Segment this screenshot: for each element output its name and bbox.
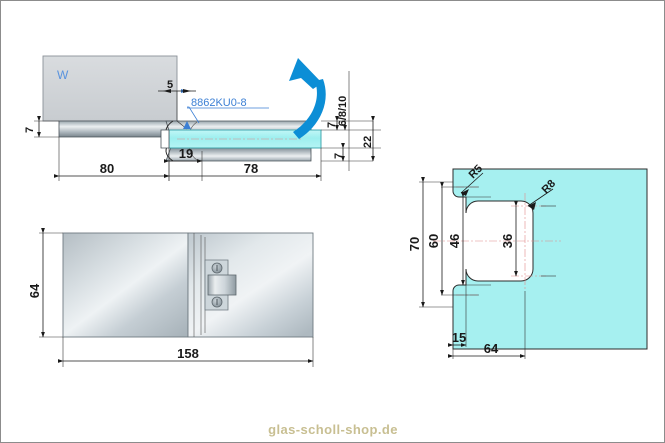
r8-leader: [527, 188, 554, 207]
front-elevation-view: 64 158: [27, 227, 314, 367]
glass-cutout-outline: [452, 168, 648, 350]
dim-158-label: 158: [177, 346, 199, 361]
dim-15-label: 15: [452, 330, 466, 345]
dim-glass-thickness-label: 6/8/10: [337, 96, 349, 127]
dim-78-label: 78: [244, 161, 258, 176]
dim-64-label: 64: [484, 341, 499, 356]
dim-19-label: 19: [179, 146, 193, 161]
r8-arrow: [528, 202, 536, 210]
hinge-knuckle: [207, 274, 237, 296]
glass-cutout-view: R5 R8 36 46 60 70: [407, 163, 648, 359]
side-section-view: 5 7 80 19 78 6/8/10: [24, 55, 381, 181]
r5-arrow: [461, 189, 469, 196]
rotation-arrow-head: [289, 58, 322, 89]
dim5-arrow-left: [163, 89, 171, 93]
dim-7-left-label: 7: [24, 127, 36, 133]
part-label-leader: [187, 106, 200, 124]
dim-7-upper-label: 7: [326, 122, 338, 128]
dim5-pointer: [183, 121, 191, 129]
dim-46-label: 46: [447, 234, 462, 248]
dim5-arrow-right: [183, 89, 191, 93]
glass-notch: [160, 129, 170, 149]
dim-80-label: 80: [100, 161, 114, 176]
dim-60-label: 60: [426, 234, 441, 248]
rotation-arrow-body: [293, 79, 326, 139]
dim-64-height-label: 64: [27, 283, 42, 298]
front-plate-left: [62, 232, 189, 338]
dim-36-label: 36: [500, 234, 515, 248]
dim-5-label: 5: [167, 79, 173, 91]
watermark-text: glas-scholl-shop.de: [268, 422, 398, 437]
wall-block: [42, 55, 178, 122]
dim-70-label: 70: [407, 237, 422, 251]
dim-7-lower-label: 7: [333, 153, 345, 159]
r5-leader: [460, 172, 484, 194]
part-number-label: 8862KU0-8: [191, 97, 247, 109]
dim-22-label: 22: [362, 136, 374, 148]
wall-label: W: [57, 68, 69, 82]
